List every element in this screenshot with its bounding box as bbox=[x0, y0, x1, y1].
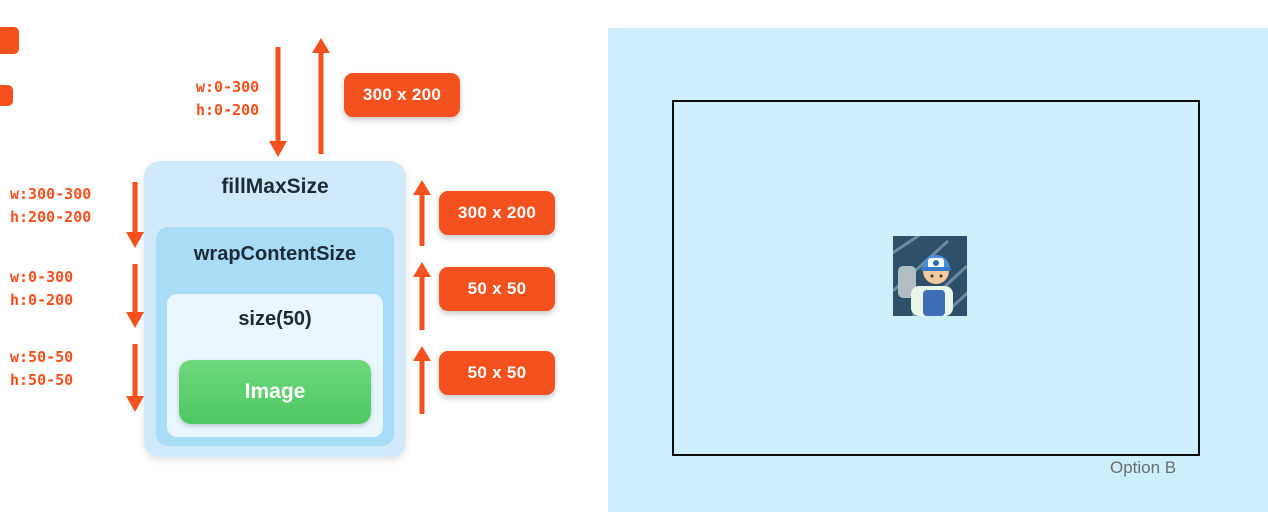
constraints-down-arrow bbox=[126, 182, 144, 248]
size-up-arrow bbox=[413, 262, 431, 330]
constraint-height: h:50-50 bbox=[10, 370, 74, 389]
size-up-arrow bbox=[312, 38, 330, 154]
image-box: Image bbox=[179, 360, 371, 424]
preview-frame-300x200 bbox=[672, 100, 1200, 456]
constraint-width: w:300-300 bbox=[10, 185, 92, 203]
size-badge-wrapcontentsize: 50 x 50 bbox=[439, 267, 555, 311]
constraints-down-arrow bbox=[269, 47, 287, 157]
size-up-arrow bbox=[413, 180, 431, 246]
left-constraint-2: w:0-300 h:0-200 bbox=[10, 266, 73, 311]
left-constraint-1: w:300-300 h:200-200 bbox=[10, 183, 91, 228]
constraint-width: w:0-300 bbox=[10, 268, 74, 286]
constraint-width: w:0-300 bbox=[196, 78, 260, 96]
fill-max-size-label: fillMaxSize bbox=[221, 175, 329, 198]
character-image bbox=[893, 236, 967, 316]
constraint-width: w:50-50 bbox=[10, 348, 74, 366]
constraint-height: h:0-200 bbox=[10, 290, 74, 309]
constraints-down-arrow bbox=[126, 344, 144, 412]
option-label: Option B bbox=[1110, 458, 1177, 477]
wrap-content-size-label: wrapContentSize bbox=[193, 243, 357, 265]
size-up-arrow bbox=[413, 346, 431, 414]
constraint-height: h:200-200 bbox=[10, 207, 92, 226]
left-constraint-3: w:50-50 h:50-50 bbox=[10, 346, 73, 391]
cropped-badge-fragment bbox=[0, 85, 13, 106]
size-badge-root: 300 x 200 bbox=[344, 73, 460, 117]
constraint-height: h:0-200 bbox=[196, 100, 260, 119]
cropped-badge-fragment bbox=[0, 27, 19, 54]
size-50-label: size(50) bbox=[238, 308, 312, 330]
size-badge-fillmaxsize: 300 x 200 bbox=[439, 191, 555, 235]
size-badge-size50: 50 x 50 bbox=[439, 351, 555, 395]
constraints-down-arrow bbox=[126, 264, 144, 328]
top-constraint-label: w:0-300 h:0-200 bbox=[196, 76, 259, 121]
